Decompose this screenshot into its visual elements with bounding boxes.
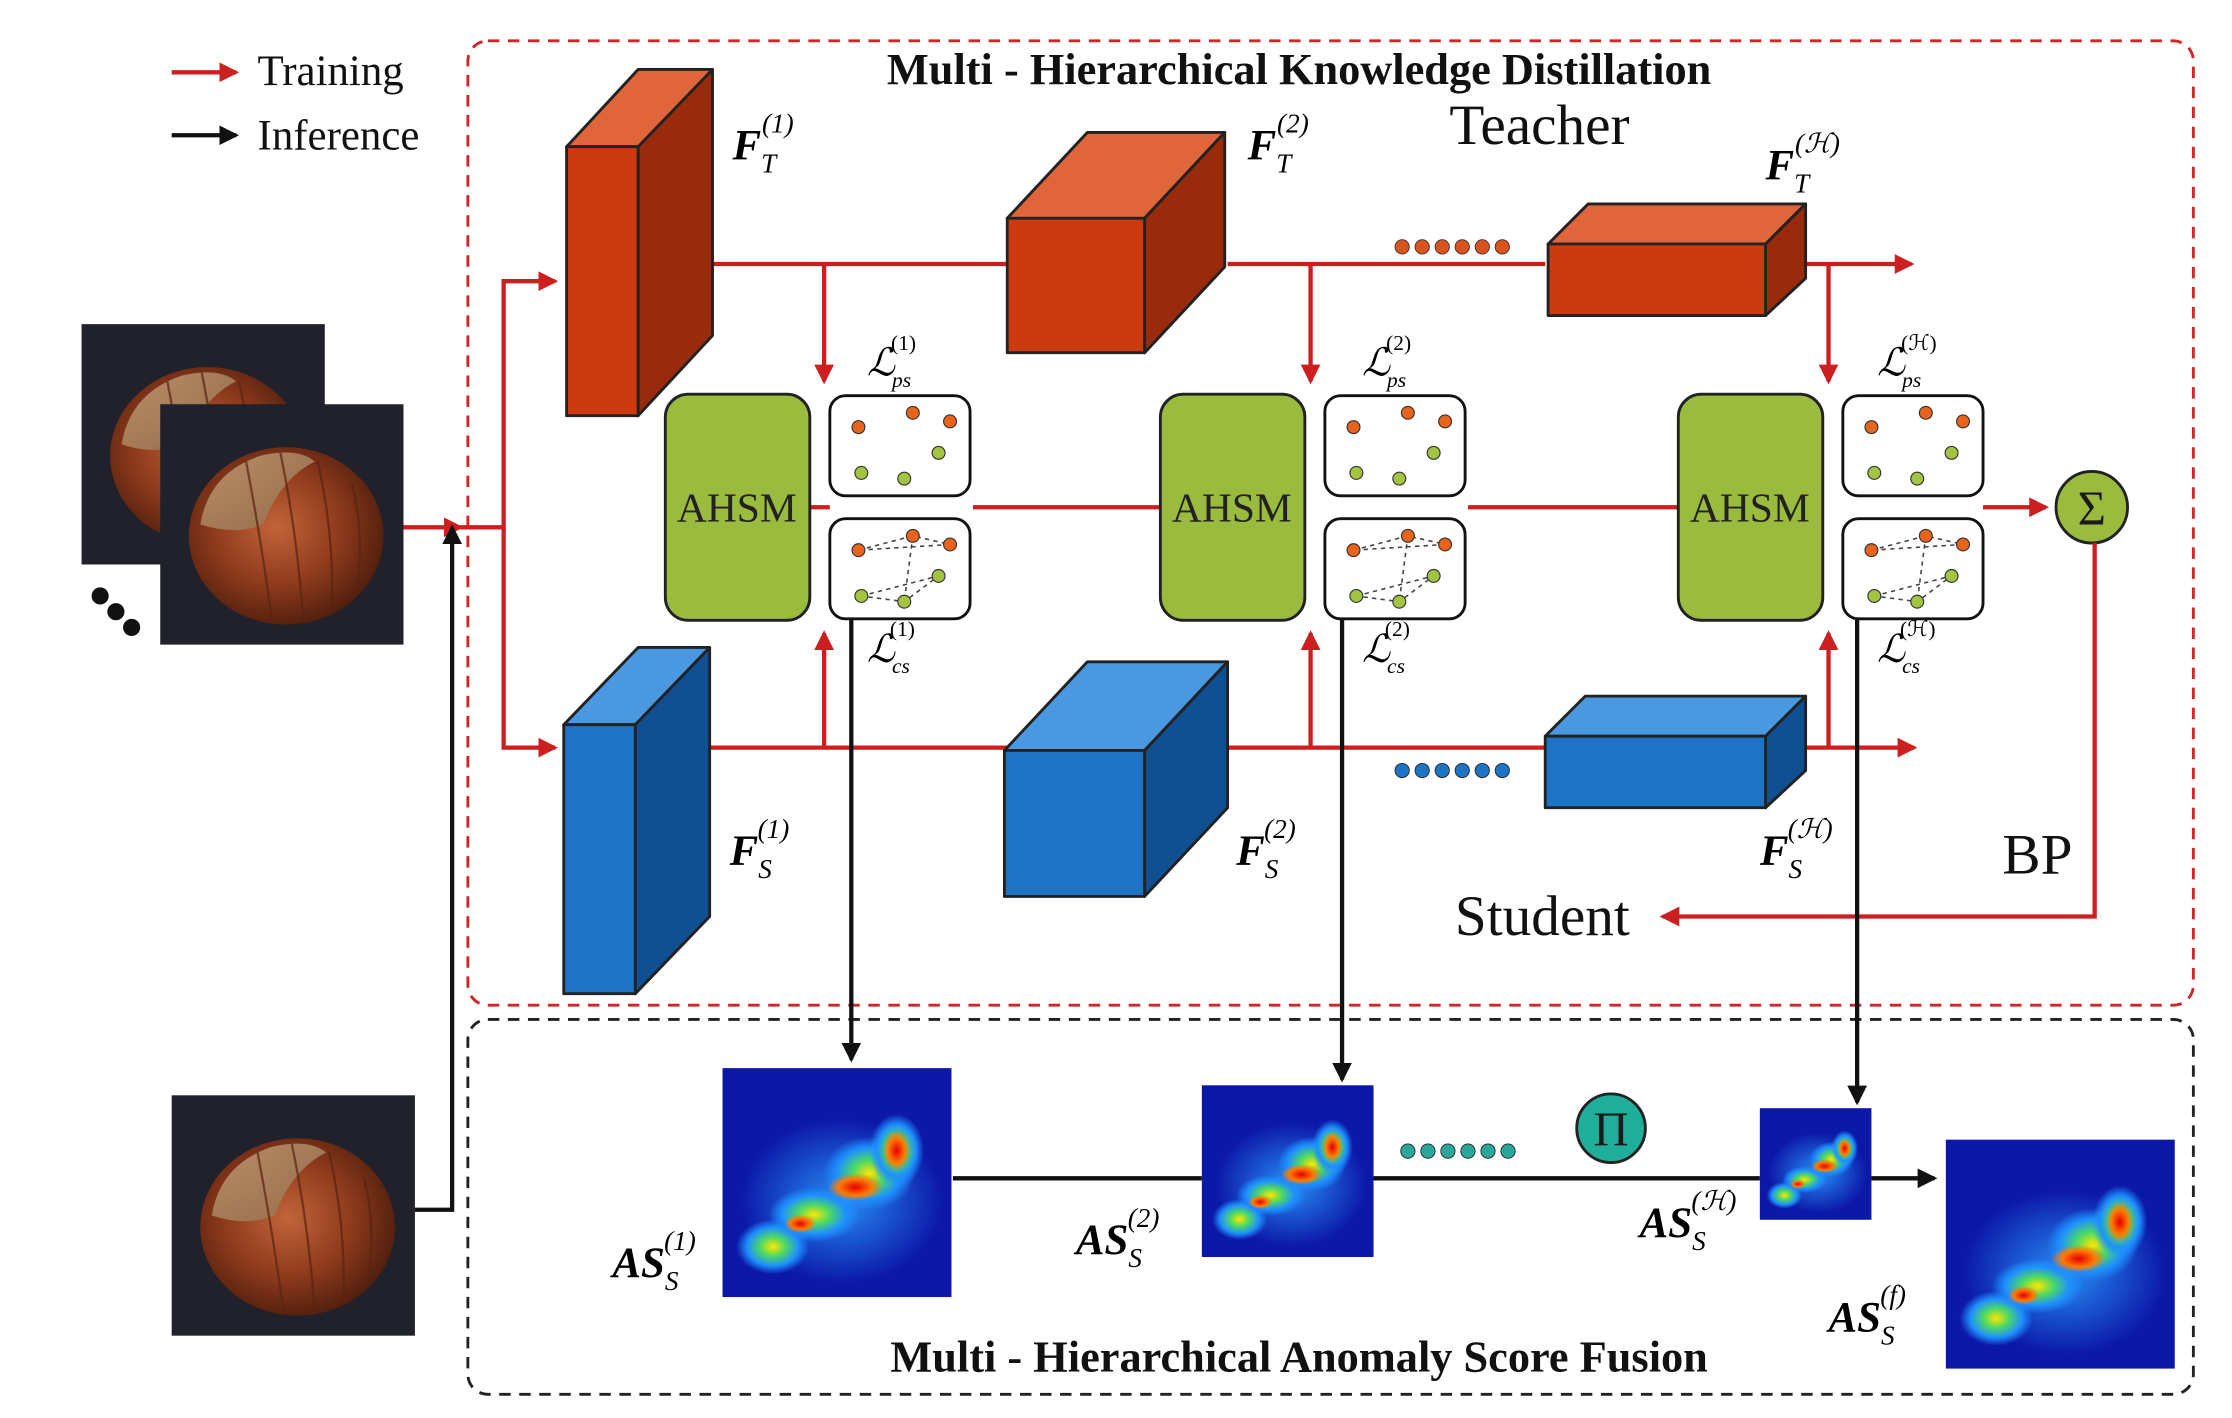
backprop-line bbox=[1659, 543, 2097, 927]
teacher-feature-label-2: FT(2) bbox=[1247, 108, 1309, 178]
anomaly-heatmap-1 bbox=[722, 1068, 952, 1298]
teacher-feature-label-1: FT(1) bbox=[732, 108, 794, 178]
anomaly-heatmap-2 bbox=[1201, 1085, 1374, 1257]
product-operator: Π bbox=[1575, 1092, 1647, 1164]
cs-loss-box-1 bbox=[828, 517, 972, 621]
score-label-h: ASS(ℋ) bbox=[1637, 1186, 1737, 1256]
ahsm-module-h: AHSM bbox=[1676, 392, 1825, 622]
ahsm-module-2-label: AHSM bbox=[1172, 485, 1292, 531]
bp-label: BP bbox=[2002, 824, 2072, 887]
training-hazelnut-front bbox=[159, 403, 405, 646]
ahsm-module-1-label: AHSM bbox=[677, 485, 797, 531]
teacher-feature-block-h bbox=[1546, 202, 1808, 317]
student-stream-lines bbox=[709, 630, 1918, 758]
ahsm-module-h-label: AHSM bbox=[1690, 485, 1810, 531]
student-feature-block-2 bbox=[1002, 660, 1230, 898]
score-label-2: ASS(2) bbox=[1073, 1203, 1159, 1273]
ps-loss-box-2 bbox=[1323, 394, 1467, 498]
teacher-feature-block-2 bbox=[1005, 130, 1227, 355]
legend-inference-label: Inference bbox=[258, 113, 420, 160]
ahsm-module-1: AHSM bbox=[663, 392, 812, 622]
training-image-stack bbox=[80, 322, 405, 646]
legend-training-label: Training bbox=[258, 48, 404, 95]
student-feature-block-1 bbox=[562, 646, 712, 996]
teacher-stream-lines bbox=[709, 254, 1915, 385]
score-label-fused: ASS(f) bbox=[1826, 1280, 1906, 1350]
cs-loss-label-2: ℒcs(2) bbox=[1362, 617, 1410, 678]
cs-loss-label-h: ℒcs(ℋ) bbox=[1877, 617, 1935, 678]
fusion-panel bbox=[466, 1018, 2195, 1396]
anomaly-heatmap-h bbox=[1759, 1108, 1872, 1220]
student-ellipsis bbox=[1394, 762, 1510, 779]
sum-operator: Σ bbox=[2054, 470, 2129, 545]
ps-loss-label-h: ℒps(ℋ) bbox=[1877, 331, 1937, 392]
ps-loss-box-h bbox=[1841, 394, 1985, 498]
student-feature-label-h: FS(ℋ) bbox=[1759, 814, 1833, 884]
product-operator-symbol: Π bbox=[1593, 1102, 1628, 1156]
training-input-lines bbox=[403, 271, 559, 758]
inference-input-line bbox=[414, 524, 462, 1212]
sum-operator-symbol: Σ bbox=[2078, 481, 2106, 535]
more-images-ellipsis bbox=[91, 587, 141, 637]
student-feature-block-h bbox=[1543, 694, 1808, 810]
student-label: Student bbox=[1455, 885, 1630, 948]
distillation-panel bbox=[466, 39, 2195, 1007]
legend: Training Inference bbox=[171, 48, 420, 160]
fusion-ellipsis bbox=[1400, 1143, 1516, 1159]
teacher-feature-block-1 bbox=[565, 68, 714, 418]
anomaly-heatmap-fused bbox=[1945, 1139, 2175, 1369]
ps-loss-box-1 bbox=[828, 394, 972, 498]
teacher-feature-label-h: FT(ℋ) bbox=[1765, 128, 1840, 198]
student-feature-label-2: FS(2) bbox=[1235, 814, 1296, 884]
cs-loss-label-1: ℒcs(1) bbox=[867, 617, 915, 678]
cs-loss-box-h bbox=[1841, 517, 1985, 621]
distillation-panel-title: Multi - Hierarchical Knowledge Distillat… bbox=[887, 44, 1711, 94]
fusion-panel-title: Multi - Hierarchical Anomaly Score Fusio… bbox=[890, 1331, 1707, 1381]
cs-loss-box-2 bbox=[1323, 517, 1467, 621]
inference-down-arrows bbox=[841, 618, 1868, 1106]
student-feature-label-1: FS(1) bbox=[729, 814, 790, 884]
test-hazelnut-image bbox=[170, 1094, 417, 1337]
ps-loss-label-2: ℒps(2) bbox=[1362, 331, 1411, 392]
ps-loss-label-1: ℒps(1) bbox=[867, 331, 916, 392]
teacher-label: Teacher bbox=[1449, 94, 1629, 157]
score-label-1: ASS(1) bbox=[609, 1226, 695, 1296]
teacher-ellipsis bbox=[1394, 239, 1510, 255]
ahsm-module-2: AHSM bbox=[1158, 392, 1307, 622]
